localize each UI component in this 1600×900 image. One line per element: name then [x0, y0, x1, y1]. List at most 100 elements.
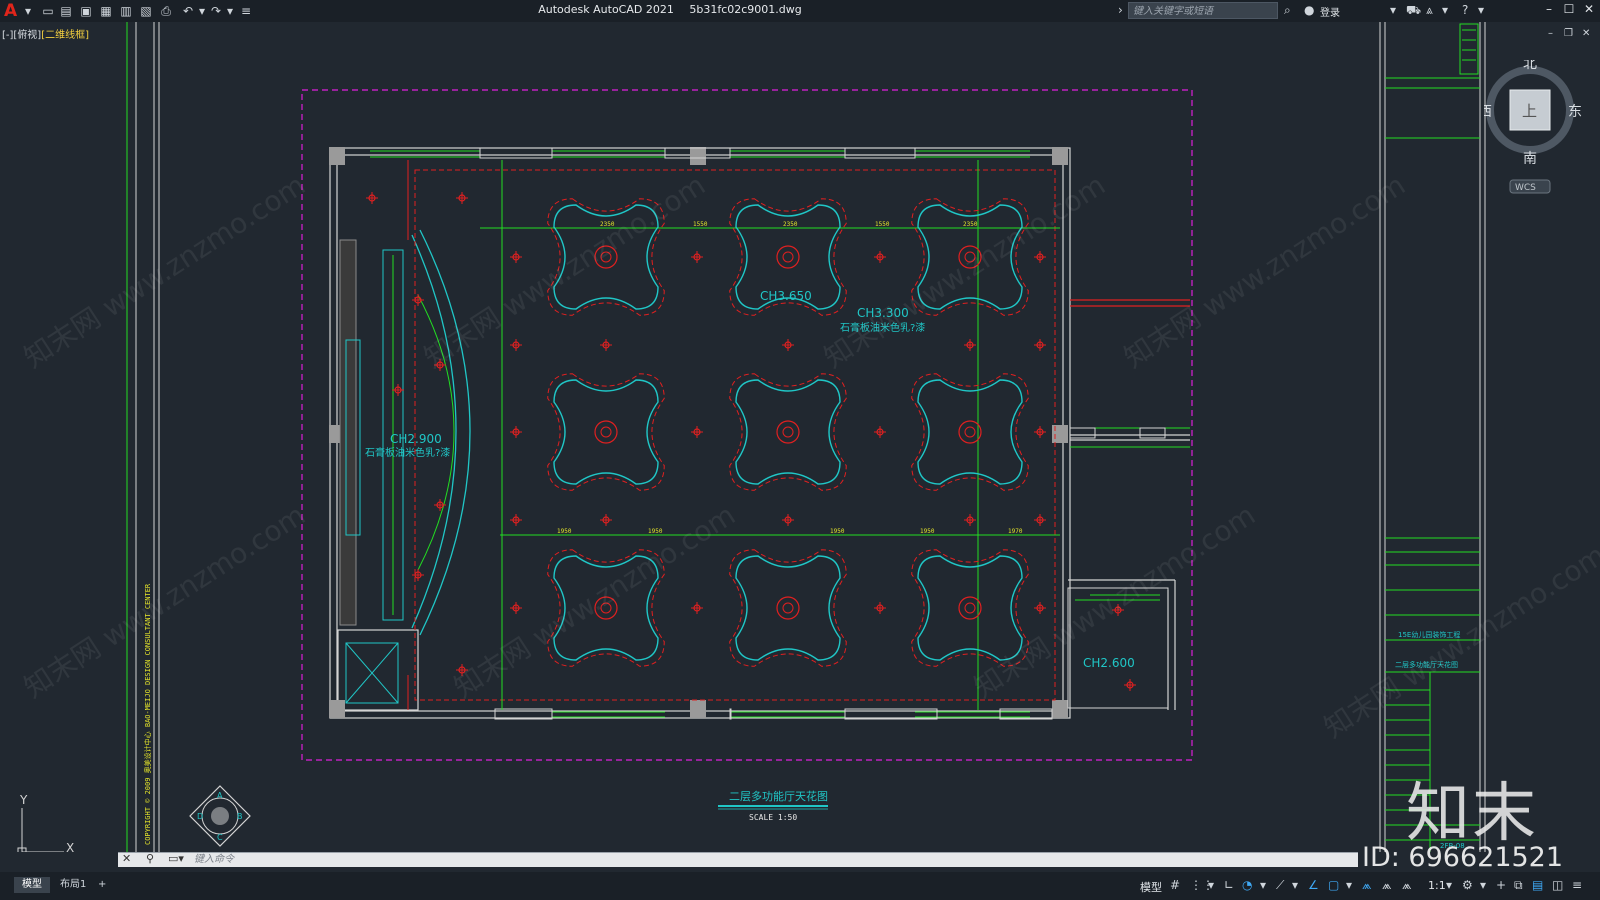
cart-icon[interactable]: ⛟: [1406, 3, 1422, 17]
snap-icon[interactable]: ⋮⋮: [1190, 878, 1214, 892]
user-icon[interactable]: ●: [1304, 3, 1315, 17]
clean-screen-icon[interactable]: ≡: [1572, 878, 1583, 892]
login-dropdown-icon[interactable]: ▾: [1390, 3, 1397, 17]
downlight-icon: [510, 251, 522, 263]
grid-icon[interactable]: #: [1170, 878, 1181, 892]
a360-dropdown-icon[interactable]: ▾: [1442, 3, 1449, 17]
dim-mid-2: 1950: [648, 528, 663, 535]
print-icon[interactable]: ⎙: [161, 4, 171, 18]
panel-outline: [547, 198, 665, 316]
annotation-visibility-icon[interactable]: ⩕: [1362, 878, 1372, 892]
downlight-icon: [1034, 426, 1046, 438]
viewcube[interactable]: 上 北 南 西 东 WCS: [1484, 60, 1584, 200]
viewcube-face-label: 上: [1522, 102, 1537, 120]
object-snap-dropdown-icon[interactable]: ▾: [1346, 878, 1353, 892]
wcs-label: WCS: [1515, 183, 1536, 193]
compass-letter-c: C: [217, 833, 223, 842]
command-input[interactable]: 键入命令: [194, 854, 234, 865]
save-as-icon[interactable]: ▦: [100, 4, 112, 18]
quick-properties-icon[interactable]: ▤: [1532, 878, 1544, 892]
downlight-icon: [1034, 251, 1046, 263]
tab-model[interactable]: 模型: [14, 877, 50, 893]
tab-layout1[interactable]: 布局1: [60, 879, 87, 890]
object-snap-icon[interactable]: ▢: [1328, 878, 1340, 892]
a360-icon[interactable]: ⩓: [1426, 3, 1433, 17]
isodraft-icon[interactable]: ⟋: [1276, 878, 1285, 892]
expand-arrow-icon[interactable]: ›: [1118, 3, 1123, 17]
visual-style-label[interactable]: [二维线框]: [41, 30, 90, 41]
minimize-button[interactable]: –: [1546, 2, 1552, 16]
title-block-project: 15E幼儿园装饰工程: [1398, 630, 1460, 639]
title-block-drawing-no: 2FB-08: [1440, 842, 1465, 850]
auto-scale-icon[interactable]: ⩕: [1382, 878, 1392, 892]
chandelier-icon: [958, 420, 982, 444]
command-history-icon[interactable]: ▭▾: [168, 852, 184, 865]
downlight-icon: [1034, 514, 1046, 526]
model-space-toggle[interactable]: 模型: [1140, 881, 1162, 894]
window-title: Autodesk AutoCAD 2021 5b31fc02c9001.dwg: [0, 3, 1340, 16]
workspace-dropdown-icon[interactable]: ▾: [1480, 878, 1487, 892]
viewcube-west[interactable]: 西: [1484, 104, 1492, 120]
polar-dropdown-icon[interactable]: ▾: [1260, 878, 1267, 892]
object-snap-tracking-icon[interactable]: ∠: [1308, 878, 1319, 892]
app-menu-caret-icon[interactable]: ▾: [24, 4, 32, 18]
drawing-scale: SCALE 1:50: [749, 813, 797, 822]
ortho-icon[interactable]: ∟: [1224, 878, 1235, 892]
viewcube-face[interactable]: [1509, 89, 1551, 131]
add-layout-button[interactable]: +: [98, 879, 107, 890]
doc-restore-button[interactable]: ❐: [1564, 28, 1573, 39]
redo-dropdown-icon[interactable]: ▾: [226, 4, 234, 18]
annotation-monitor-icon[interactable]: +: [1496, 878, 1507, 892]
viewport-view-label[interactable]: [-][俯视]: [2, 30, 42, 41]
panel-outline: [729, 373, 847, 491]
chandelier-icon: [958, 245, 982, 269]
help-icon[interactable]: ?: [1462, 3, 1469, 17]
chandelier-core: [782, 426, 794, 438]
login-button[interactable]: 登录: [1320, 8, 1340, 19]
viewport-controls[interactable]: [-][俯视][二维线框]: [2, 26, 89, 41]
save-web-icon[interactable]: ▧: [140, 4, 152, 18]
help-dropdown-icon[interactable]: ▾: [1478, 3, 1485, 17]
command-close-icon[interactable]: ✕: [122, 852, 132, 865]
undo-dropdown-icon[interactable]: ▾: [198, 4, 206, 18]
chandelier-icon: [776, 596, 800, 620]
close-button[interactable]: ✕: [1583, 2, 1595, 16]
downlight-icon: [1034, 339, 1046, 351]
snap-dropdown-icon[interactable]: ▾: [1208, 878, 1215, 892]
downlight-icon: [392, 384, 404, 396]
doc-close-button[interactable]: ✕: [1582, 28, 1591, 39]
isolate-objects-icon[interactable]: ◫: [1552, 878, 1564, 892]
search-input[interactable]: 键入关键字或短语: [1128, 2, 1278, 19]
annotation-scale-icon[interactable]: ⩕: [1402, 878, 1412, 892]
ceiling-panel: [917, 379, 1023, 485]
ceiling-panel: [917, 555, 1023, 661]
isodraft-dropdown-icon[interactable]: ▾: [1292, 878, 1299, 892]
viewcube-east[interactable]: 东: [1568, 104, 1582, 120]
annotation-scale-value[interactable]: 1:1: [1428, 879, 1446, 892]
autocad-logo-icon[interactable]: A: [4, 1, 18, 21]
chandelier-icon: [594, 596, 618, 620]
maximize-button[interactable]: ☐: [1563, 2, 1575, 16]
drawing-canvas[interactable]: COPYRIGHT © 2009 奥美设计中心 BAO-MEIJO DESIGN…: [0, 22, 1600, 852]
open-folder-icon[interactable]: ▤: [60, 4, 72, 18]
command-customize-icon[interactable]: ⚲: [146, 852, 155, 865]
command-line[interactable]: ✕ ⚲ ▭▾ 键入命令: [118, 852, 1358, 867]
scale-dropdown-icon[interactable]: ▾: [1446, 878, 1453, 892]
open-web-icon[interactable]: ▥: [120, 4, 132, 18]
save-icon[interactable]: ▣: [80, 4, 92, 18]
search-icon[interactable]: ⌕: [1284, 3, 1291, 17]
undo-icon[interactable]: ↶: [182, 4, 194, 18]
viewcube-south[interactable]: 南: [1523, 151, 1537, 167]
polar-tracking-icon[interactable]: ◔: [1242, 878, 1253, 892]
viewcube-north[interactable]: 北: [1523, 60, 1537, 72]
doc-minimize-button[interactable]: –: [1548, 28, 1553, 39]
new-file-icon[interactable]: ▭: [42, 4, 54, 18]
app-name: Autodesk AutoCAD 2021: [538, 3, 674, 16]
workspace-gear-icon[interactable]: ⚙: [1462, 878, 1473, 892]
downlight-icon: [600, 514, 612, 526]
wcs-menu-button[interactable]: [1509, 179, 1551, 194]
chandelier-core: [782, 251, 794, 263]
units-icon[interactable]: ⧉: [1514, 878, 1523, 892]
customize-toolbar-icon[interactable]: ≡: [240, 4, 252, 18]
redo-icon[interactable]: ↷: [210, 4, 222, 18]
